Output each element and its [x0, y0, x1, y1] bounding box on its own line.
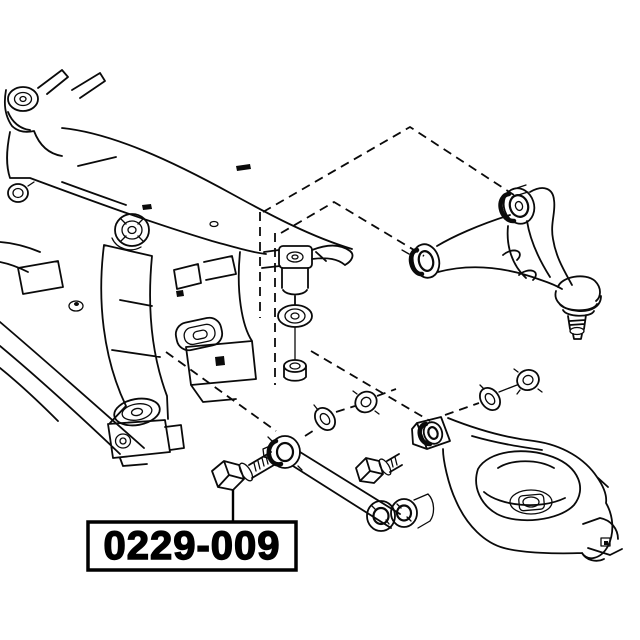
bolt-flange [238, 462, 254, 482]
rear-subframe [0, 69, 353, 467]
flange-nut [513, 368, 543, 395]
alignment-dashed-lines [165, 125, 518, 437]
subframe-bushings [7, 86, 224, 449]
spring-seat [475, 450, 582, 522]
stabilizer-link [277, 244, 354, 382]
lower-arm-front-bushing [411, 416, 451, 450]
washer [313, 404, 336, 432]
lateral-rod [262, 435, 435, 532]
upper-arm-rear-bushing [498, 184, 536, 225]
part-number-label: 0229-009 [103, 524, 280, 568]
bolt-head [211, 460, 245, 491]
mounting-hardware [313, 368, 543, 432]
rod-tube [292, 451, 401, 529]
upper-control-arm [401, 184, 602, 340]
bolt-shaft [248, 451, 275, 479]
lower-arm-body [442, 417, 614, 562]
bolt-threads [253, 453, 272, 472]
stabilizer-bushing [283, 359, 307, 382]
rod-outer-bushing [366, 493, 435, 532]
lower-control-arm [411, 416, 623, 562]
upper-arm-body [436, 187, 573, 290]
rod-inner-bushing [262, 435, 303, 471]
flange-nut [352, 390, 380, 415]
stabilizer-bar-end [311, 244, 354, 266]
part-number-box [86, 520, 298, 572]
bushing-spokes [27, 181, 144, 242]
upper-arm-front-bushing [401, 243, 441, 279]
bolt-0229-009 [211, 451, 275, 491]
part-number-callout: 0229-009 [86, 490, 298, 572]
stabilizer-washer [277, 304, 313, 328]
lower-arm-rear-bracket [582, 517, 623, 556]
ball-joint [554, 275, 602, 340]
mounting-bolt [355, 453, 403, 484]
washer [479, 384, 501, 412]
